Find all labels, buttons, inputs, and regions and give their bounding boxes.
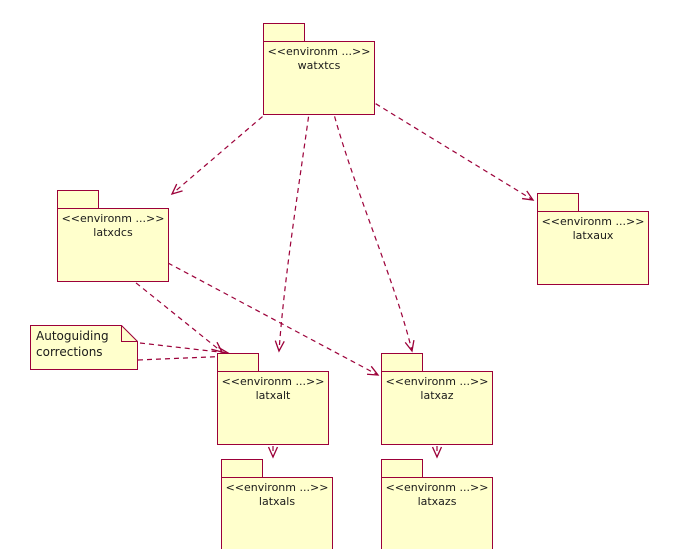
package-tab: [381, 353, 423, 371]
package-body: <<environm ...>>latxaux: [537, 211, 649, 285]
edge-note-to-latxalt: [139, 342, 230, 357]
arrowhead: [404, 340, 415, 353]
package-latxalt[interactable]: <<environm ...>>latxalt: [217, 353, 329, 445]
package-name: latxdcs: [93, 226, 133, 239]
package-stereotype: <<environm ...>>: [385, 375, 489, 388]
edge-watxtcs-to-latxaux: [367, 98, 535, 201]
package-body: <<environm ...>>latxals: [221, 477, 333, 549]
package-body: <<environm ...>>watxtcs: [263, 41, 375, 115]
package-tab: [57, 190, 99, 208]
arrowhead: [211, 341, 224, 353]
package-name: latxazs: [417, 495, 457, 508]
package-name: latxalt: [255, 389, 291, 402]
arrowhead: [267, 446, 279, 459]
package-latxdcs[interactable]: <<environm ...>>latxdcs: [57, 190, 169, 282]
package-stereotype: <<environm ...>>: [221, 375, 325, 388]
package-stereotype: <<environm ...>>: [267, 45, 371, 58]
package-body: <<environm ...>>latxdcs: [57, 208, 169, 282]
package-latxals[interactable]: <<environm ...>>latxals: [221, 459, 333, 549]
note-text: Autoguiding corrections: [36, 329, 109, 359]
package-name: latxals: [258, 495, 296, 508]
package-tab: [221, 459, 263, 477]
arrowhead: [366, 365, 380, 376]
package-stereotype: <<environm ...>>: [225, 481, 329, 494]
package-name: watxtcs: [297, 59, 341, 72]
arrowhead: [170, 183, 183, 196]
package-tab: [381, 459, 423, 477]
arrowhead: [522, 190, 535, 201]
note-shape: [30, 325, 138, 370]
package-tab: [537, 193, 579, 211]
edge-watxtcs-to-latxalt: [274, 98, 312, 353]
package-stereotype: <<environm ...>>: [385, 481, 489, 494]
package-stereotype: <<environm ...>>: [61, 212, 165, 225]
package-latxaux[interactable]: <<environm ...>>latxaux: [537, 193, 649, 285]
package-name: latxaux: [572, 229, 614, 242]
arrowhead: [431, 446, 443, 459]
package-stereotype: <<environm ...>>: [541, 215, 645, 228]
package-body: <<environm ...>>latxaz: [381, 371, 493, 445]
package-name: latxaz: [420, 389, 454, 402]
package-body: <<environm ...>>latxazs: [381, 477, 493, 549]
package-body: <<environm ...>>latxalt: [217, 371, 329, 445]
package-watxtcs[interactable]: <<environm ...>>watxtcs: [263, 23, 375, 115]
arrowhead: [274, 340, 285, 353]
edge-watxtcs-to-latxaz: [329, 98, 415, 353]
package-tab: [217, 353, 259, 371]
package-latxazs[interactable]: <<environm ...>>latxazs: [381, 459, 493, 549]
package-latxaz[interactable]: <<environm ...>>latxaz: [381, 353, 493, 445]
note-autoguiding-note[interactable]: Autoguiding corrections: [30, 325, 138, 370]
package-tab: [263, 23, 305, 41]
